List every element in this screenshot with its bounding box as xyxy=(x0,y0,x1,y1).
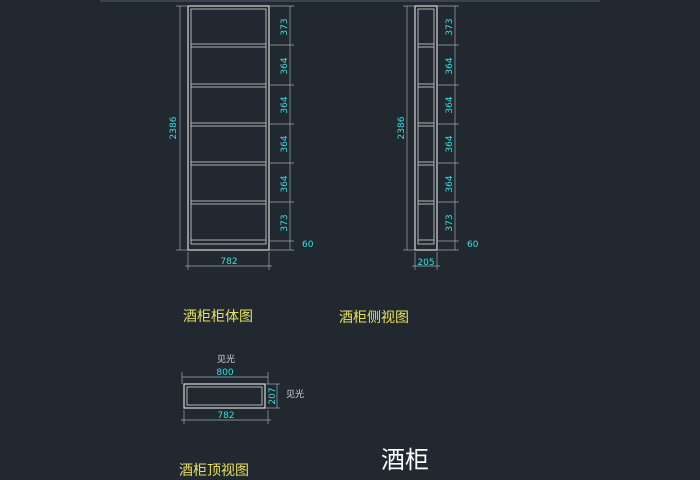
top-cabinet-outer xyxy=(183,383,266,409)
top-visible-label-top: 见光 xyxy=(217,353,235,365)
top-outer-width-label: 800 xyxy=(216,368,233,378)
top-depth-dimension xyxy=(266,383,280,409)
top-cabinet-inner xyxy=(186,386,263,406)
front-shelf-dimension-line xyxy=(270,5,294,251)
side-shelf-dim-1: 373 xyxy=(445,18,455,35)
side-cabinet-inner xyxy=(417,8,435,245)
front-cabinet-outer xyxy=(187,5,270,251)
top-inner-width-dimension xyxy=(181,410,271,424)
side-base-dim: 60 xyxy=(467,240,479,250)
side-view-caption: 酒柜侧视图 xyxy=(339,310,409,326)
front-width-dimension xyxy=(185,252,272,270)
side-height-dimension xyxy=(403,5,415,251)
front-view: 2386 373 364 364 364 364 373 60 782 xyxy=(169,5,314,270)
front-cabinet-inner xyxy=(190,8,267,245)
side-shelf-dim-6: 373 xyxy=(445,214,455,231)
side-cabinet-outer xyxy=(414,5,438,251)
drawing-main-title: 酒柜 xyxy=(381,446,429,474)
top-outer-width-dimension xyxy=(181,372,269,384)
front-view-caption: 酒柜柜体图 xyxy=(183,309,253,325)
front-shelf-dim-1: 373 xyxy=(280,18,290,35)
front-shelf-dim-6: 373 xyxy=(280,214,290,231)
front-base-dim: 60 xyxy=(302,240,314,250)
side-height-label: 2386 xyxy=(397,116,407,139)
front-shelves xyxy=(191,43,266,241)
canvas-top-edge xyxy=(100,0,600,2)
side-shelf-dim-5: 364 xyxy=(445,175,455,192)
top-view-caption: 酒柜顶视图 xyxy=(179,463,249,479)
front-width-label: 782 xyxy=(220,257,237,267)
side-shelves xyxy=(418,43,434,241)
front-height-dimension xyxy=(176,5,188,251)
side-shelf-dimension-line xyxy=(438,5,459,251)
front-shelf-dim-2: 364 xyxy=(280,57,290,74)
side-shelf-dim-3: 364 xyxy=(445,96,455,113)
top-view: 见光 800 207 见光 782 xyxy=(181,353,304,424)
side-width-label: 205 xyxy=(417,258,434,268)
side-shelf-dim-2: 364 xyxy=(445,57,455,74)
side-shelf-dim-4: 364 xyxy=(445,135,455,152)
top-depth-label: 207 xyxy=(268,387,278,404)
side-view: 2386 373 364 364 364 364 373 60 205 xyxy=(397,5,479,270)
front-shelf-dim-5: 364 xyxy=(280,175,290,192)
side-width-dimension xyxy=(412,252,440,270)
front-shelf-dim-4: 364 xyxy=(280,135,290,152)
top-inner-width-label: 782 xyxy=(217,411,234,421)
front-shelf-dim-3: 364 xyxy=(280,96,290,113)
top-visible-label-side: 见光 xyxy=(286,388,304,400)
front-height-label: 2386 xyxy=(169,116,179,139)
